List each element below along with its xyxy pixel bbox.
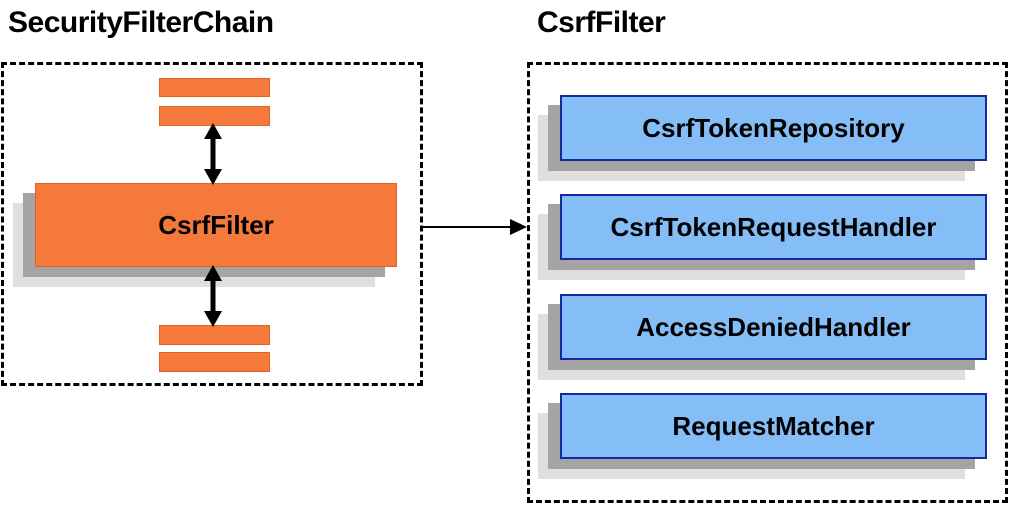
csrf-filter-box: CsrfFilter — [35, 183, 397, 267]
bidirectional-arrow-icon — [204, 265, 222, 327]
component-label: AccessDeniedHandler — [636, 311, 911, 342]
flow-arrow-icon — [423, 219, 527, 235]
filter-placeholder-bar — [159, 106, 270, 126]
component-label: CsrfTokenRequestHandler — [610, 211, 937, 242]
security-filter-chain-title: SecurityFilterChain — [8, 6, 274, 39]
filter-placeholder-bar — [159, 325, 270, 345]
component-label: RequestMatcher — [672, 410, 875, 441]
filter-placeholder-bar — [159, 78, 270, 97]
component-box-request-matcher: RequestMatcher — [560, 393, 987, 459]
csrf-filter-box-label: CsrfFilter — [158, 209, 274, 240]
bidirectional-arrow-icon — [204, 123, 222, 185]
filter-placeholder-bar — [159, 352, 270, 372]
security-filter-chain-container — [1, 62, 423, 386]
component-box-csrf-token-repository: CsrfTokenRepository — [560, 95, 987, 161]
component-box-access-denied-handler: AccessDeniedHandler — [560, 294, 987, 360]
csrf-filter-container — [527, 62, 1008, 503]
component-box-csrf-token-request-handler: CsrfTokenRequestHandler — [560, 194, 987, 260]
csrf-filter-title: CsrfFilter — [537, 6, 666, 39]
component-label: CsrfTokenRepository — [642, 112, 905, 143]
